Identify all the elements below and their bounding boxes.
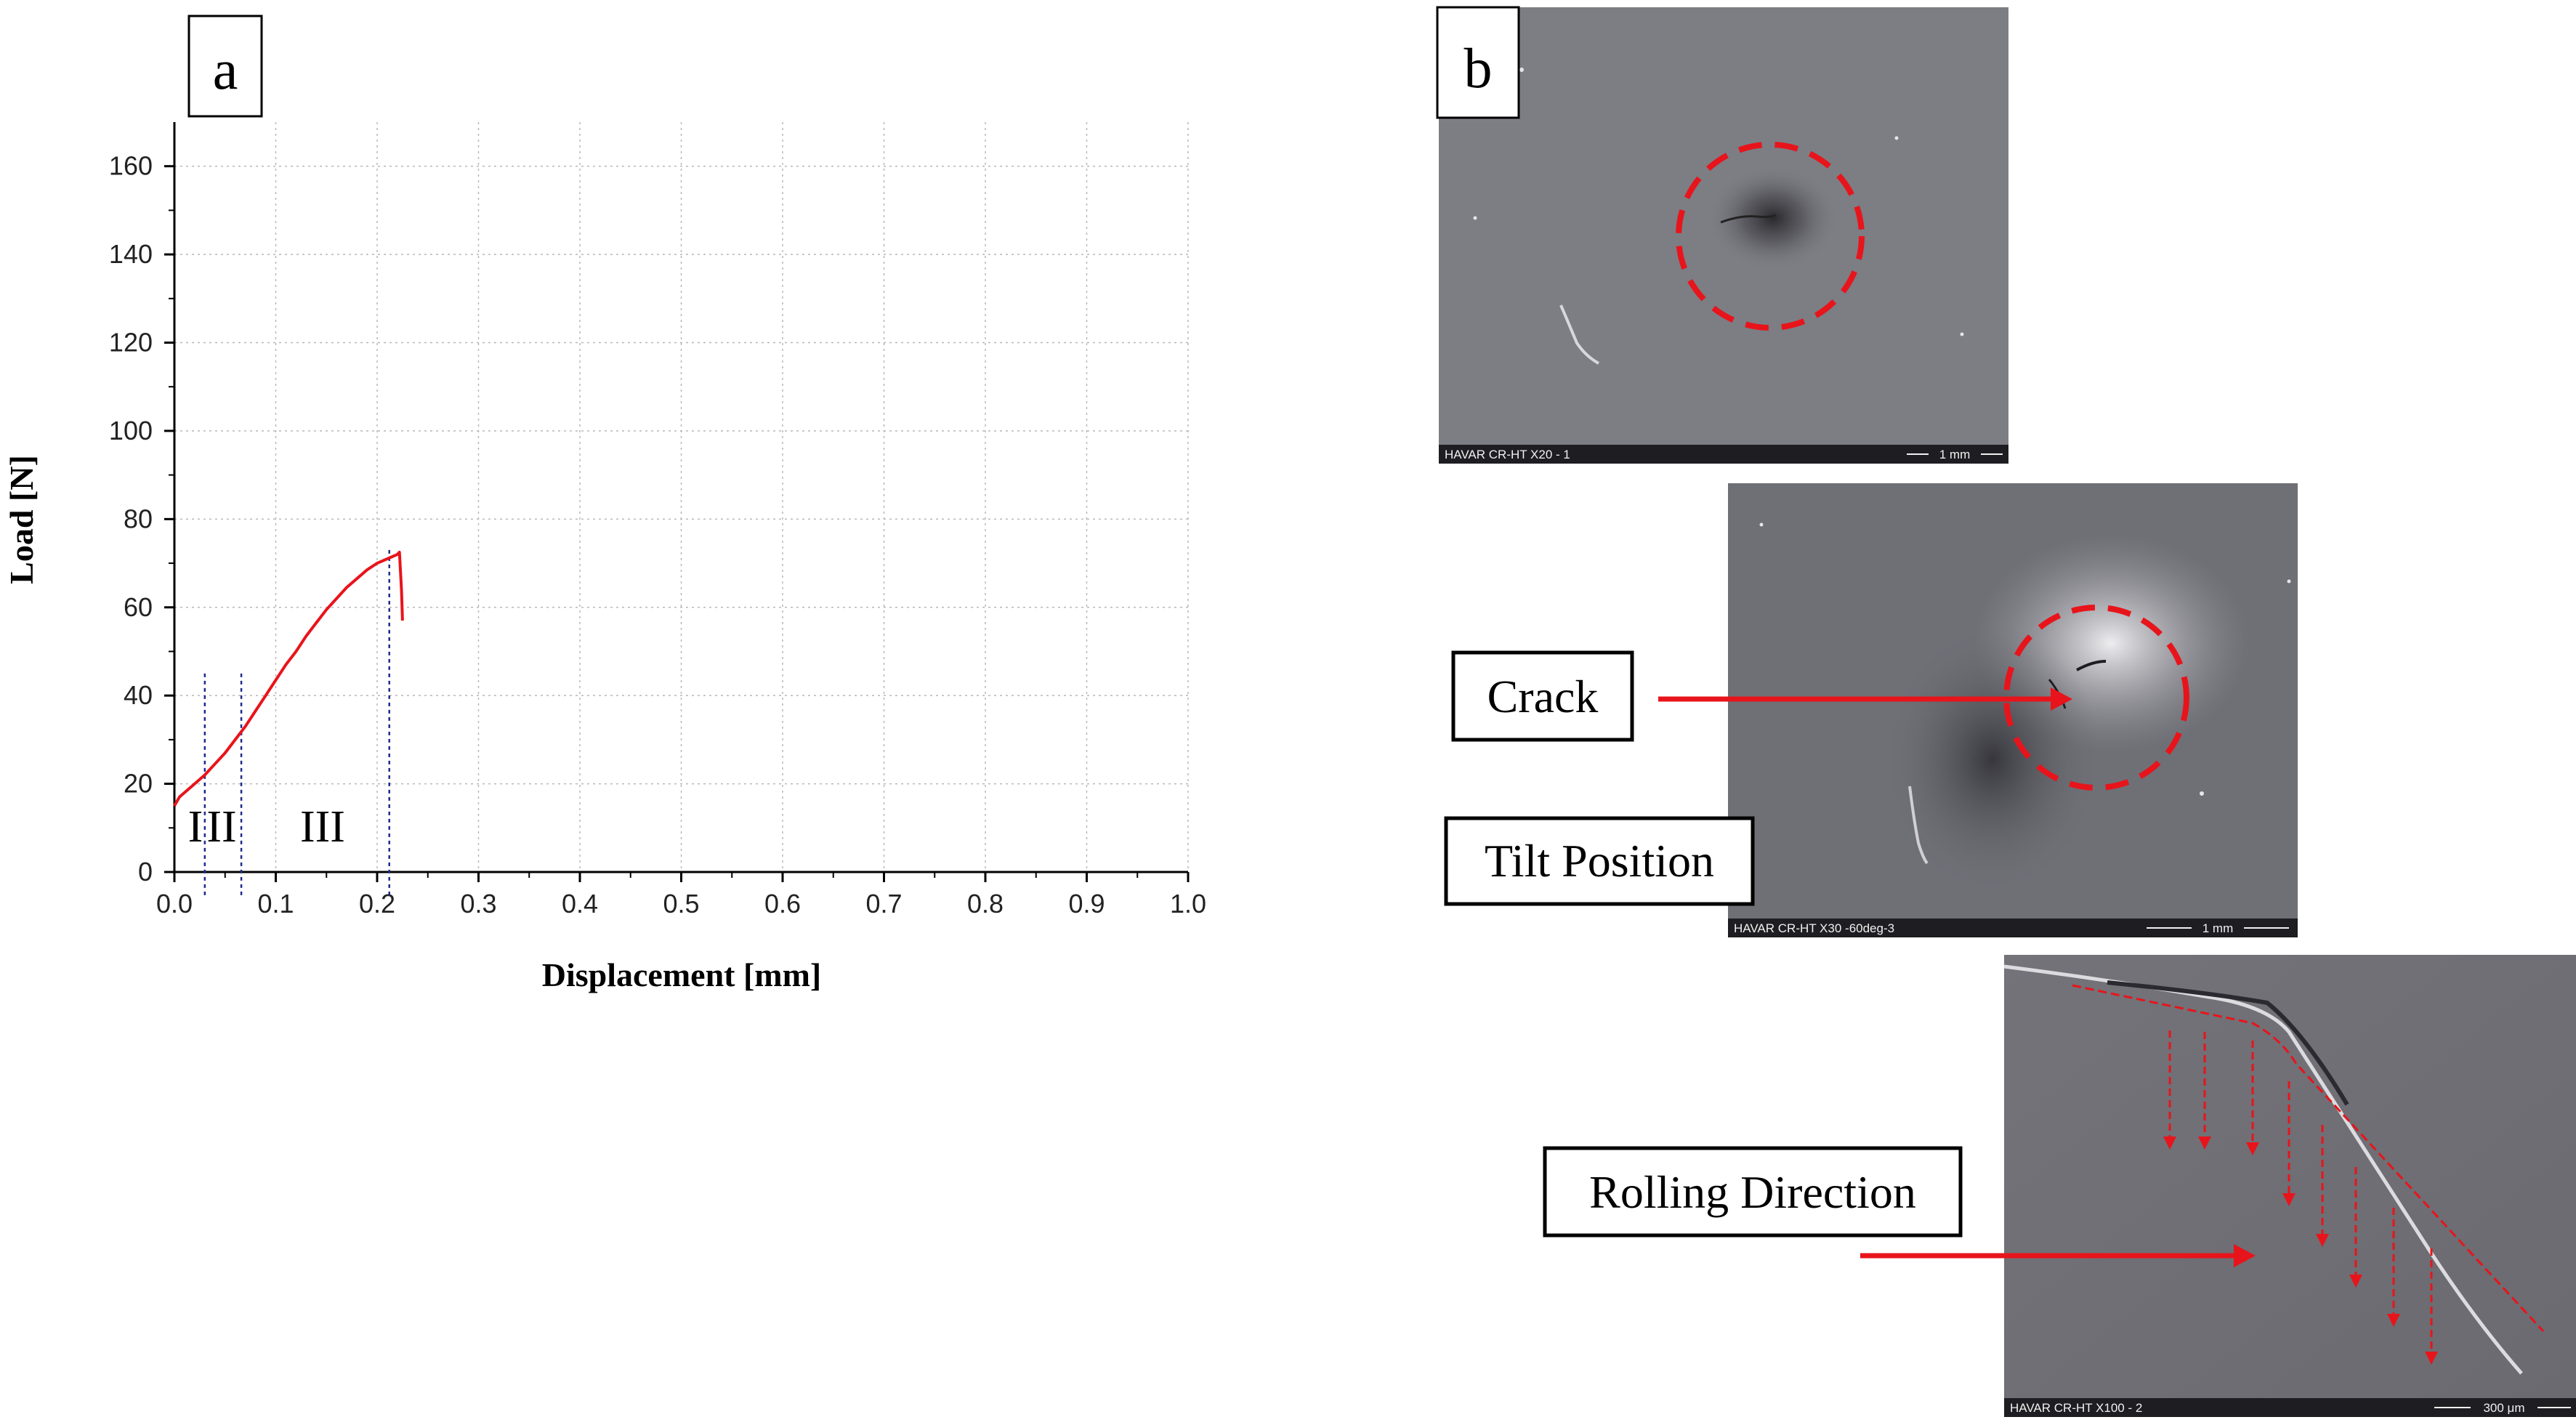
micrograph-2-speck xyxy=(2287,579,2291,584)
callout-rolling-label: Rolling Direction xyxy=(1589,1166,1916,1218)
rolling-direction-arrows xyxy=(2163,1030,2438,1365)
callout-crack: Crack xyxy=(1451,650,2072,742)
rolling-arrowhead xyxy=(2198,1137,2211,1150)
micrograph-3-scalebar-bg xyxy=(2471,1400,2537,1416)
micrograph-2-marker-circle xyxy=(2003,605,2189,791)
rolling-arrowhead xyxy=(2425,1352,2438,1365)
callout-rolling: Rolling Direction xyxy=(1543,1146,2256,1267)
panel-b-label: b xyxy=(1464,36,1493,100)
region-divider-lines xyxy=(203,549,390,899)
micrograph-2-scalebar-bg xyxy=(2192,920,2244,936)
rolling-arrowhead xyxy=(2163,1137,2176,1150)
x-tick-label: 0.9 xyxy=(1068,889,1105,919)
micrograph-3-fracture-shadow xyxy=(2107,980,2349,1106)
x-tick-label: 0.1 xyxy=(257,889,294,919)
callout-crack-arrowhead xyxy=(2051,687,2072,711)
region-label-i: I xyxy=(188,802,203,852)
micrograph-1-dimple xyxy=(1708,166,1838,270)
x-tick-label: 0.0 xyxy=(156,889,193,919)
region-label-iii: III xyxy=(300,802,345,852)
x-tick-label: 0.7 xyxy=(865,889,902,919)
panel-b-label-box xyxy=(1436,6,1520,119)
micrograph-1-speck xyxy=(1960,332,1964,336)
micrograph-2-shadow-zone xyxy=(1883,625,2101,894)
y-tick-label: 0 xyxy=(138,857,153,887)
callout-crack-box xyxy=(1451,650,1634,742)
rolling-arrowhead xyxy=(2246,1142,2259,1155)
y-tick-label: 60 xyxy=(124,592,153,622)
grid xyxy=(174,122,1189,872)
micrograph-2-crack xyxy=(2076,660,2107,671)
callout-rolling-arrowhead xyxy=(2234,1244,2256,1267)
micrograph-1-speck xyxy=(1519,68,1524,72)
micrograph-2: HAVAR CR-HT X30 -60deg-3 1 mm xyxy=(1728,483,2298,937)
rolling-arrowhead xyxy=(2282,1193,2296,1206)
micrograph-2-speck xyxy=(1759,522,1764,527)
x-tick-label: 0.6 xyxy=(764,889,801,919)
rolling-arrowhead xyxy=(2316,1234,2329,1247)
micrograph-3-caption: HAVAR CR-HT X100 - 2 xyxy=(2010,1401,2142,1415)
rolling-arrowhead xyxy=(2387,1314,2400,1327)
panel-b: HAVAR CR-HT X20 - 1 1 mm b HAVAR CR-HT X… xyxy=(1436,6,2576,1417)
micrograph-2-scalebar: 1 mm xyxy=(2202,921,2234,935)
micrograph-3-scalebar: 300 μm xyxy=(2483,1401,2524,1415)
callout-tilt-box xyxy=(1444,816,1755,906)
series xyxy=(173,550,404,807)
micrograph-2-caption: HAVAR CR-HT X30 -60deg-3 xyxy=(1734,921,1894,935)
x-tick-label: 0.3 xyxy=(460,889,496,919)
callout-tilt: Tilt Position xyxy=(1444,816,1755,906)
y-tick-label: 40 xyxy=(124,680,153,710)
y-tick-label: 120 xyxy=(109,328,153,358)
micrograph-2-speck xyxy=(2200,791,2204,796)
micrograph-1: HAVAR CR-HT X20 - 1 1 mm b xyxy=(1436,6,2008,464)
x-tick-label: 0.5 xyxy=(663,889,699,919)
region-label-ii: II xyxy=(206,802,236,852)
callout-crack-label: Crack xyxy=(1487,671,1599,722)
x-tick-label: 0.4 xyxy=(562,889,598,919)
micrograph-1-speck xyxy=(1894,136,1899,140)
micrograph-1-caption: HAVAR CR-HT X20 - 1 xyxy=(1445,448,1570,461)
callout-rolling-box xyxy=(1543,1146,1963,1238)
panel-a-label: a xyxy=(213,38,238,101)
callout-tilt-label: Tilt Position xyxy=(1485,835,1714,887)
micrograph-1-speck xyxy=(1473,216,1477,220)
micrograph-1-scratch xyxy=(1559,304,1599,365)
rolling-arrowhead xyxy=(2349,1275,2362,1288)
micrograph-1-crack xyxy=(1720,214,1777,224)
micrograph-3: HAVAR CR-HT X100 - 2 300 μm xyxy=(2003,955,2576,1417)
load-displacement-curve xyxy=(173,550,404,807)
x-axis-title: Displacement [mm] xyxy=(542,956,822,993)
panel-a-label-box xyxy=(187,15,263,118)
micrograph-2-scratch xyxy=(1908,786,1929,865)
y-tick-label: 160 xyxy=(109,151,153,181)
y-tick-label: 80 xyxy=(124,504,153,533)
y-tick-label: 100 xyxy=(109,416,153,445)
y-ticks: 0 20 40 60 80 100 120 140 160 xyxy=(109,151,174,887)
micrograph-1-scalebar: 1 mm xyxy=(1939,448,1971,461)
micrograph-1-marker-circle xyxy=(1676,142,1865,331)
y-tick-label: 140 xyxy=(109,239,153,269)
micrograph-1-scalebar-bg xyxy=(1929,446,1981,462)
y-tick-label: 20 xyxy=(124,769,153,799)
y-axis-title: Load [N] xyxy=(3,455,40,584)
x-tick-label: 1.0 xyxy=(1170,889,1206,919)
x-tick-label: 0.8 xyxy=(967,889,1004,919)
micrograph-3-red-edge xyxy=(2072,984,2545,1333)
